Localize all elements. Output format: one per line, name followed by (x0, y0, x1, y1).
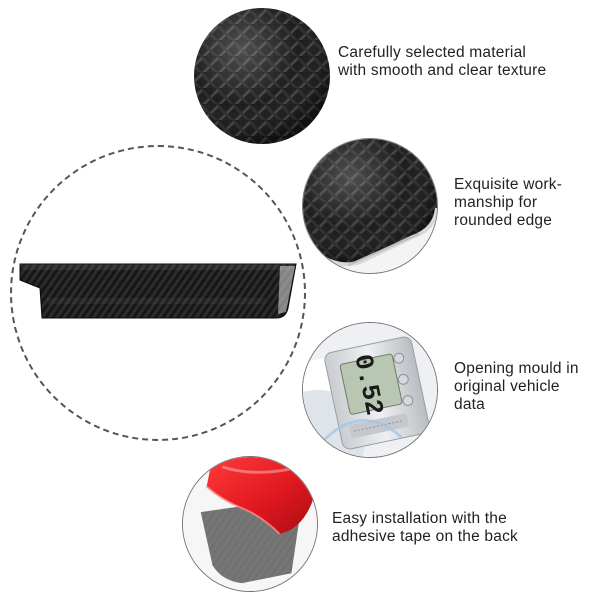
caption-line: Exquisite work- (454, 176, 563, 193)
carbon-fiber-trim-strip-icon (19, 263, 297, 319)
rounded-edge-closeup-icon (303, 139, 437, 273)
adhesive-tape-circle (182, 456, 318, 592)
carbon-fiber-texture-icon (194, 8, 330, 144)
caption-line: adhesive tape on the back (332, 528, 518, 545)
feature-caption-material: Carefully selected material with smooth … (338, 44, 546, 80)
caption-line: Carefully selected material (338, 44, 527, 61)
feature-caption-installation: Easy installation with the adhesive tape… (332, 510, 518, 546)
feature-caption-mould: Opening mould in original vehicle data (454, 360, 579, 414)
product-dashed-circle (10, 145, 306, 441)
caption-line: manship for (454, 194, 538, 211)
caliper-measurement-circle: 0.52 (302, 322, 438, 458)
caption-line: Easy installation with the (332, 510, 507, 527)
carbon-fiber-texture-circle (194, 8, 330, 144)
digital-caliper-icon: 0.52 (303, 323, 437, 457)
adhesive-tape-icon (183, 457, 317, 591)
caption-line: original vehicle (454, 378, 560, 395)
caption-line: with smooth and clear texture (338, 62, 547, 79)
feature-caption-workmanship: Exquisite work- manship for rounded edge (454, 176, 562, 230)
caption-line: rounded edge (454, 212, 553, 229)
caption-line: data (454, 396, 485, 413)
rounded-edge-circle (302, 138, 438, 274)
caption-line: Opening mould in (454, 360, 579, 377)
